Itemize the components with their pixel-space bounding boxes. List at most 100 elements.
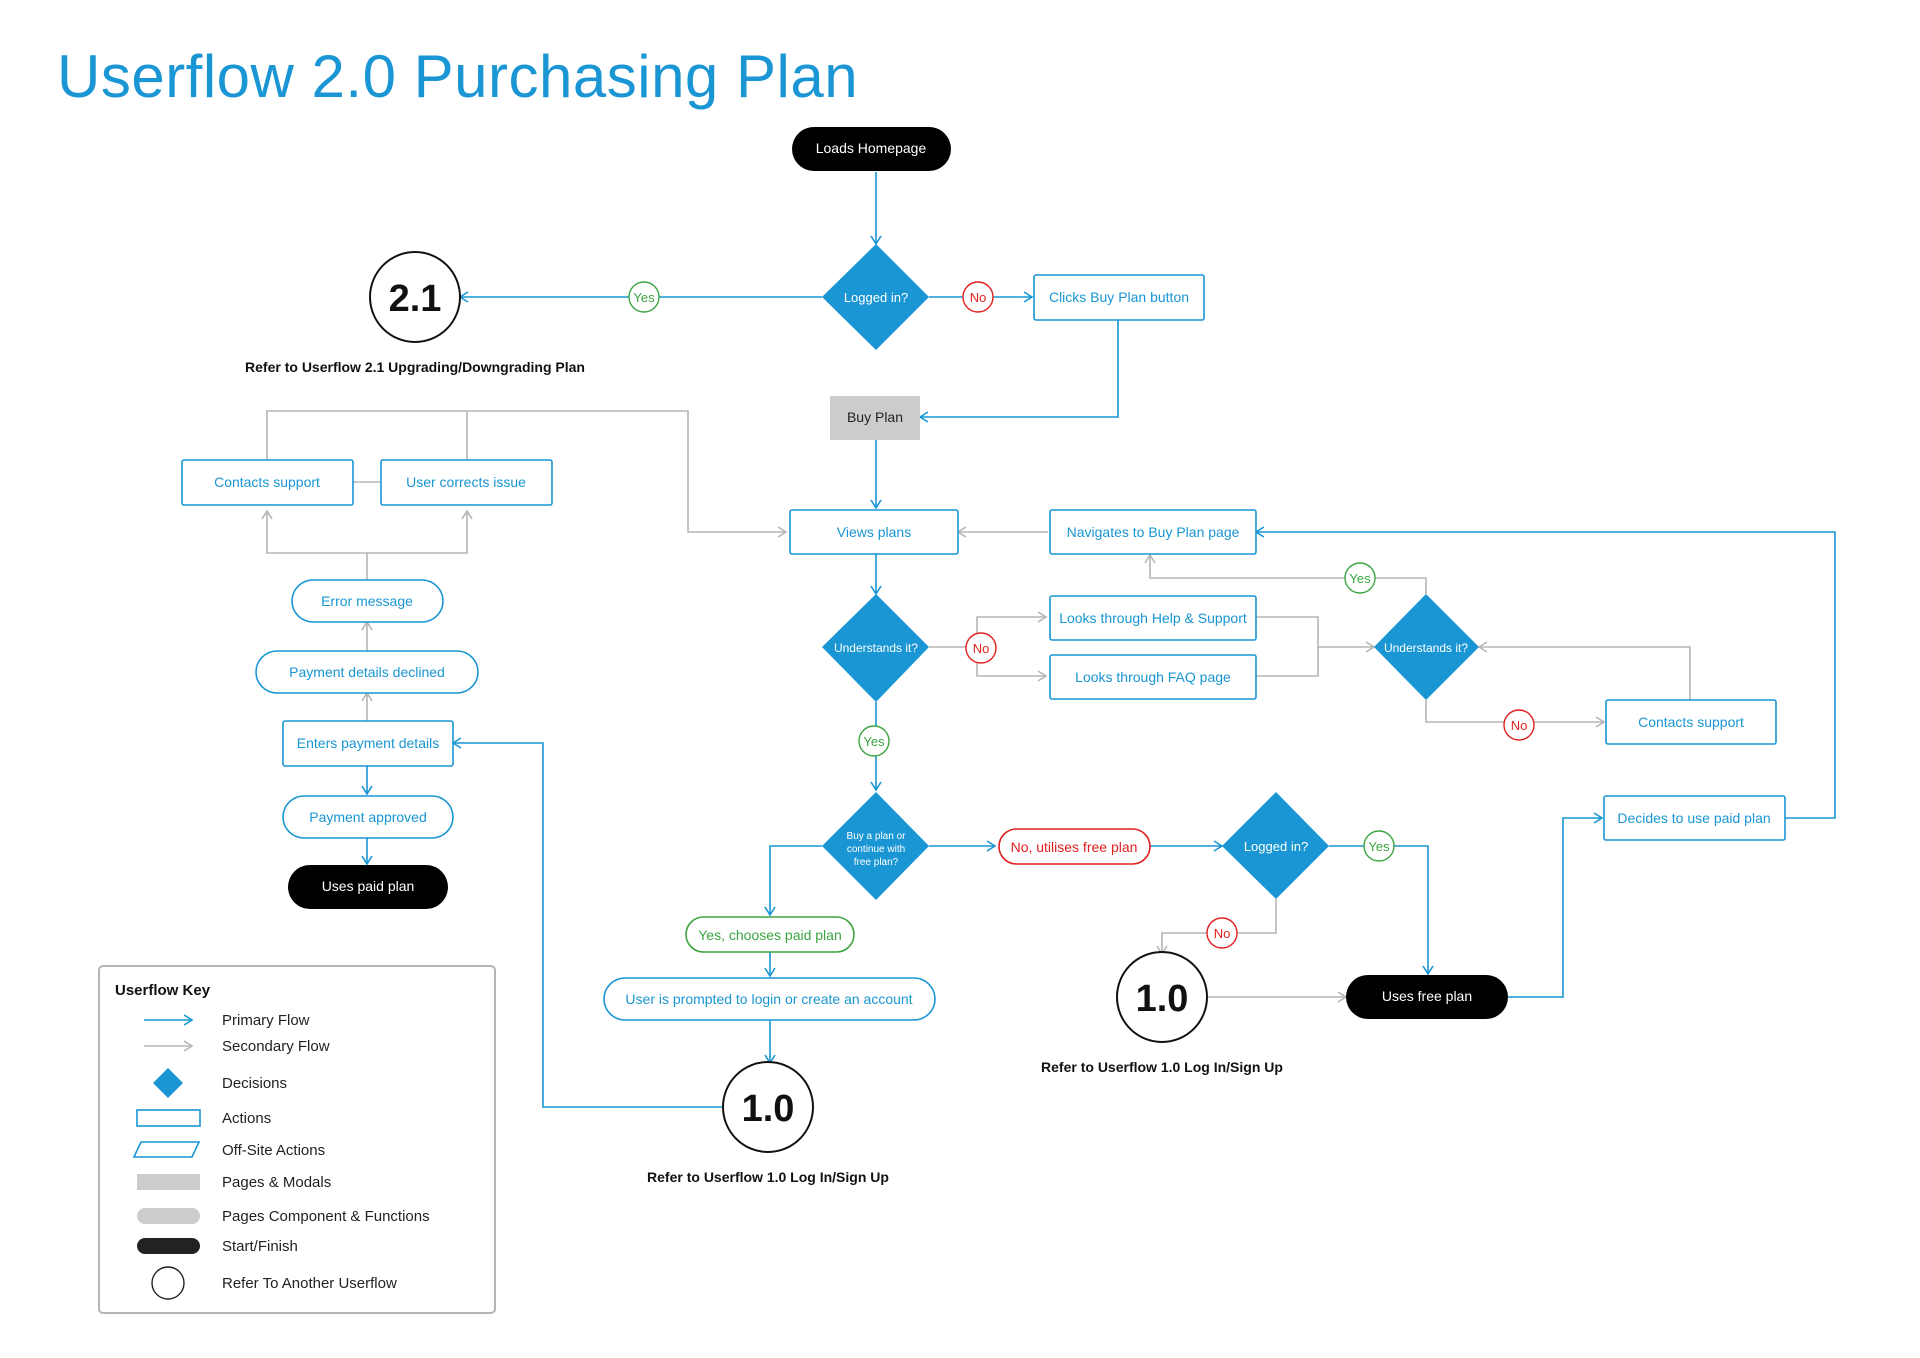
svg-text:Error message: Error message	[321, 593, 413, 609]
edge-clicks-buy-to-buy-plan	[918, 320, 1119, 423]
badge-yes-understands: Yes	[858, 725, 890, 757]
start-loads-homepage: Loads Homepage	[792, 127, 951, 171]
svg-text:2.1: 2.1	[389, 278, 442, 320]
edge-understands-2-no-to-contacts	[1425, 700, 1606, 728]
decision-understands-it-2: Understands it?	[1374, 594, 1479, 700]
grey-rectangle-icon	[137, 1174, 200, 1190]
svg-text:continue with: continue with	[847, 844, 905, 855]
component-no-free-plan: No, utilises free plan	[998, 828, 1151, 865]
svg-text:Loads Homepage: Loads Homepage	[816, 140, 927, 156]
action-user-corrects-issue: User corrects issue	[380, 459, 553, 506]
svg-text:1.0: 1.0	[1136, 978, 1189, 1020]
svg-text:Pages & Modals: Pages & Modals	[222, 1174, 331, 1191]
svg-text:Views plans: Views plans	[837, 524, 911, 540]
black-pill-icon	[137, 1238, 200, 1254]
edge-buy-or-free-to-yes-paid	[764, 845, 822, 917]
svg-text:Uses free plan: Uses free plan	[1382, 988, 1472, 1004]
svg-text:No: No	[970, 290, 987, 305]
badge-no-understands-2: No	[1503, 709, 1535, 741]
ref-userflow-1-0-right: 1.0	[1116, 951, 1208, 1043]
action-faq-page: Looks through FAQ page	[1049, 654, 1257, 700]
svg-text:Clicks Buy Plan button: Clicks Buy Plan button	[1049, 289, 1189, 305]
ref-1-0-right-caption: Refer to Userflow 1.0 Log In/Sign Up	[1041, 1059, 1283, 1075]
component-error-message: Error message	[291, 579, 444, 623]
svg-text:Pages Component & Functions: Pages Component & Functions	[222, 1208, 430, 1225]
svg-text:Yes, chooses paid plan: Yes, chooses paid plan	[698, 927, 841, 943]
component-yes-paid-plan: Yes, chooses paid plan	[685, 916, 855, 953]
svg-text:Buy a plan or: Buy a plan or	[847, 831, 907, 842]
svg-text:Decides to use paid plan: Decides to use paid plan	[1617, 810, 1770, 826]
svg-text:Yes: Yes	[1368, 839, 1390, 854]
parallelogram-icon	[132, 1141, 201, 1158]
key-title: Userflow Key	[115, 982, 211, 999]
svg-text:Start/Finish: Start/Finish	[222, 1238, 298, 1255]
edge-contacts-left-up	[266, 410, 788, 538]
component-prompted-login: User is prompted to login or create an a…	[603, 977, 936, 1021]
key-item-start-finish: Start/Finish	[137, 1238, 298, 1255]
decision-buy-or-free: Buy a plan or continue with free plan?	[822, 792, 929, 900]
svg-text:free plan?: free plan?	[854, 857, 899, 868]
action-navigates-buy-plan: Navigates to Buy Plan page	[1049, 509, 1257, 555]
key-item-decisions: Decisions	[153, 1068, 287, 1098]
edge-understands-2-yes-to-navigates	[1144, 553, 1427, 594]
edge-1-0-to-enters-payment	[451, 737, 724, 1108]
rectangle-icon	[136, 1109, 201, 1127]
svg-text:No, utilises free plan: No, utilises free plan	[1011, 839, 1138, 855]
decision-understands-it: Understands it?	[822, 594, 929, 702]
svg-text:Navigates to Buy Plan page: Navigates to Buy Plan page	[1067, 524, 1240, 540]
finish-uses-paid-plan: Uses paid plan	[288, 865, 448, 909]
svg-text:Yes: Yes	[863, 734, 885, 749]
action-views-plans: Views plans	[789, 509, 959, 555]
page-buy-plan: Buy Plan	[830, 396, 920, 440]
badge-yes-logged-in-2: Yes	[1363, 830, 1395, 862]
component-payment-declined: Payment details declined	[255, 650, 479, 694]
action-enters-payment-details: Enters payment details	[282, 720, 454, 767]
edge-uses-free-to-decides-paid	[1508, 812, 1604, 998]
diamond-icon	[153, 1068, 183, 1098]
key-item-refer: Refer To Another Userflow	[151, 1266, 397, 1300]
key-item-actions: Actions	[136, 1109, 271, 1127]
svg-text:Primary Flow: Primary Flow	[222, 1012, 310, 1029]
finish-uses-free-plan: Uses free plan	[1346, 975, 1508, 1019]
userflow-key: Userflow Key Primary Flow Secondary Flow…	[98, 965, 496, 1314]
svg-text:Actions: Actions	[222, 1110, 271, 1127]
key-item-off-site: Off-Site Actions	[132, 1141, 325, 1159]
badge-yes-understands-2: Yes	[1344, 562, 1376, 594]
action-help-support: Looks through Help & Support	[1049, 595, 1257, 641]
key-item-components: Pages Component & Functions	[137, 1208, 430, 1225]
svg-text:Payment details declined: Payment details declined	[289, 664, 445, 680]
key-item-secondary-flow: Secondary Flow	[144, 1038, 330, 1055]
svg-text:Buy Plan: Buy Plan	[847, 409, 903, 425]
key-item-pages-modals: Pages & Modals	[137, 1174, 331, 1191]
svg-text:Payment approved: Payment approved	[309, 809, 427, 825]
ref-userflow-1-0-bottom: 1.0	[722, 1061, 814, 1153]
badge-no-logged-in-2: No	[1206, 917, 1238, 949]
svg-text:Yes: Yes	[1349, 571, 1371, 586]
svg-text:Decisions: Decisions	[222, 1075, 287, 1092]
ref-userflow-2-1: 2.1	[369, 251, 461, 343]
svg-text:Understands it?: Understands it?	[1384, 641, 1468, 655]
decision-logged-in: Logged in?	[822, 244, 929, 350]
svg-text:No: No	[1511, 718, 1528, 733]
edge-contacts-right-to-understands-2	[1477, 641, 1691, 701]
edge-error-to-user-corrects	[367, 509, 473, 554]
page-title: Userflow 2.0 Purchasing Plan	[57, 43, 859, 110]
component-payment-approved: Payment approved	[282, 795, 454, 839]
ref-1-0-bottom-caption: Refer to Userflow 1.0 Log In/Sign Up	[647, 1169, 889, 1185]
svg-text:Yes: Yes	[633, 290, 655, 305]
svg-text:User is prompted to login or c: User is prompted to login or create an a…	[625, 991, 912, 1007]
svg-text:Uses paid plan: Uses paid plan	[322, 878, 415, 894]
edge-help-to-understands-2	[1250, 616, 1376, 653]
edge-understands-no-to-help	[929, 611, 1048, 648]
grey-pill-icon	[137, 1208, 200, 1224]
svg-text:Understands it?: Understands it?	[834, 641, 918, 655]
badge-no-understands: No	[965, 632, 997, 664]
svg-text:Off-Site Actions: Off-Site Actions	[222, 1142, 325, 1159]
svg-text:Refer To Another Userflow: Refer To Another Userflow	[222, 1275, 397, 1292]
svg-text:Contacts support: Contacts support	[214, 474, 320, 490]
svg-text:No: No	[973, 641, 990, 656]
svg-text:Enters payment details: Enters payment details	[297, 735, 439, 751]
svg-text:1.0: 1.0	[742, 1088, 795, 1130]
svg-text:Looks through FAQ page: Looks through FAQ page	[1075, 669, 1231, 685]
